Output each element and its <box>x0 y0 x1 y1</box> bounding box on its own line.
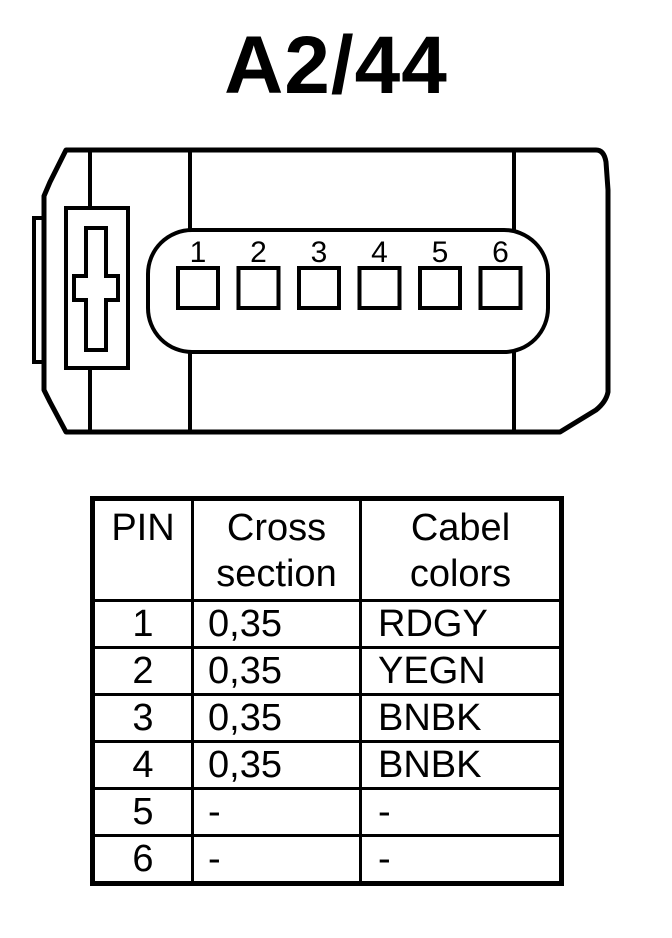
table-row: 2 0,35 YEGN <box>91 646 563 696</box>
pin-number-label: 2 <box>250 236 267 269</box>
page-title: A2/44 <box>224 20 448 111</box>
pin-number-label: 4 <box>371 236 388 269</box>
latch-cross <box>72 226 120 352</box>
table-row: 1 0,35 RDGY <box>91 599 563 649</box>
pin-contact <box>176 266 220 310</box>
cell-pin: 2 <box>91 646 194 696</box>
cell-cabel-color: YEGN <box>359 646 563 696</box>
cell-cabel-color: BNBK <box>359 693 563 743</box>
header-pin-label: PIN <box>111 507 175 549</box>
connector-diagram: 1 2 3 4 5 6 <box>32 147 611 435</box>
table-header-row: PIN Cross section Cabel colors <box>91 497 563 602</box>
table-row: 6 - - <box>91 834 563 885</box>
header-color-line2: colors <box>409 553 512 595</box>
cell-pin: 4 <box>91 740 194 790</box>
cell-cross-section: 0,35 <box>191 740 362 790</box>
pin-contact <box>478 266 523 310</box>
pin-number-label: 3 <box>311 236 328 269</box>
header-cabel-colors: Cabel colors <box>359 497 563 602</box>
table-row: 3 0,35 BNBK <box>91 693 563 743</box>
cell-cross-section: 0,35 <box>191 646 362 696</box>
pin-contact <box>357 266 402 310</box>
cell-pin: 6 <box>91 834 194 885</box>
header-cross-section: Cross section <box>191 497 362 602</box>
header-color-line1: Cabel <box>410 507 511 549</box>
cell-pin: 1 <box>91 599 194 649</box>
cell-cabel-color: RDGY <box>359 599 563 649</box>
pin-cavity <box>146 228 550 354</box>
pin-table: PIN Cross section Cabel colors 1 0,35 RD… <box>90 496 564 886</box>
cell-pin: 5 <box>91 787 194 837</box>
cell-cabel-color: BNBK <box>359 740 563 790</box>
side-clip <box>32 216 44 364</box>
cell-cross-section: 0,35 <box>191 599 362 649</box>
pin-number-label: 1 <box>190 236 207 269</box>
pin-number-label: 5 <box>432 236 449 269</box>
cell-cross-section: 0,35 <box>191 693 362 743</box>
header-cross-line1: Cross <box>226 507 327 549</box>
pin-number-label: 6 <box>492 236 509 269</box>
header-pin: PIN <box>91 497 194 602</box>
pin-contact <box>418 266 462 310</box>
cell-cross-section: - <box>191 787 362 837</box>
header-cross-line2: section <box>216 553 337 595</box>
pin-group: 1 2 3 4 5 6 <box>176 236 523 310</box>
cell-cabel-color: - <box>359 834 563 885</box>
table-row: 5 - - <box>91 787 563 837</box>
pin-contact <box>297 266 341 310</box>
cell-cabel-color: - <box>359 787 563 837</box>
cell-pin: 3 <box>91 693 194 743</box>
cell-cross-section: - <box>191 834 362 885</box>
pin-contact <box>236 266 281 310</box>
table-row: 4 0,35 BNBK <box>91 740 563 790</box>
